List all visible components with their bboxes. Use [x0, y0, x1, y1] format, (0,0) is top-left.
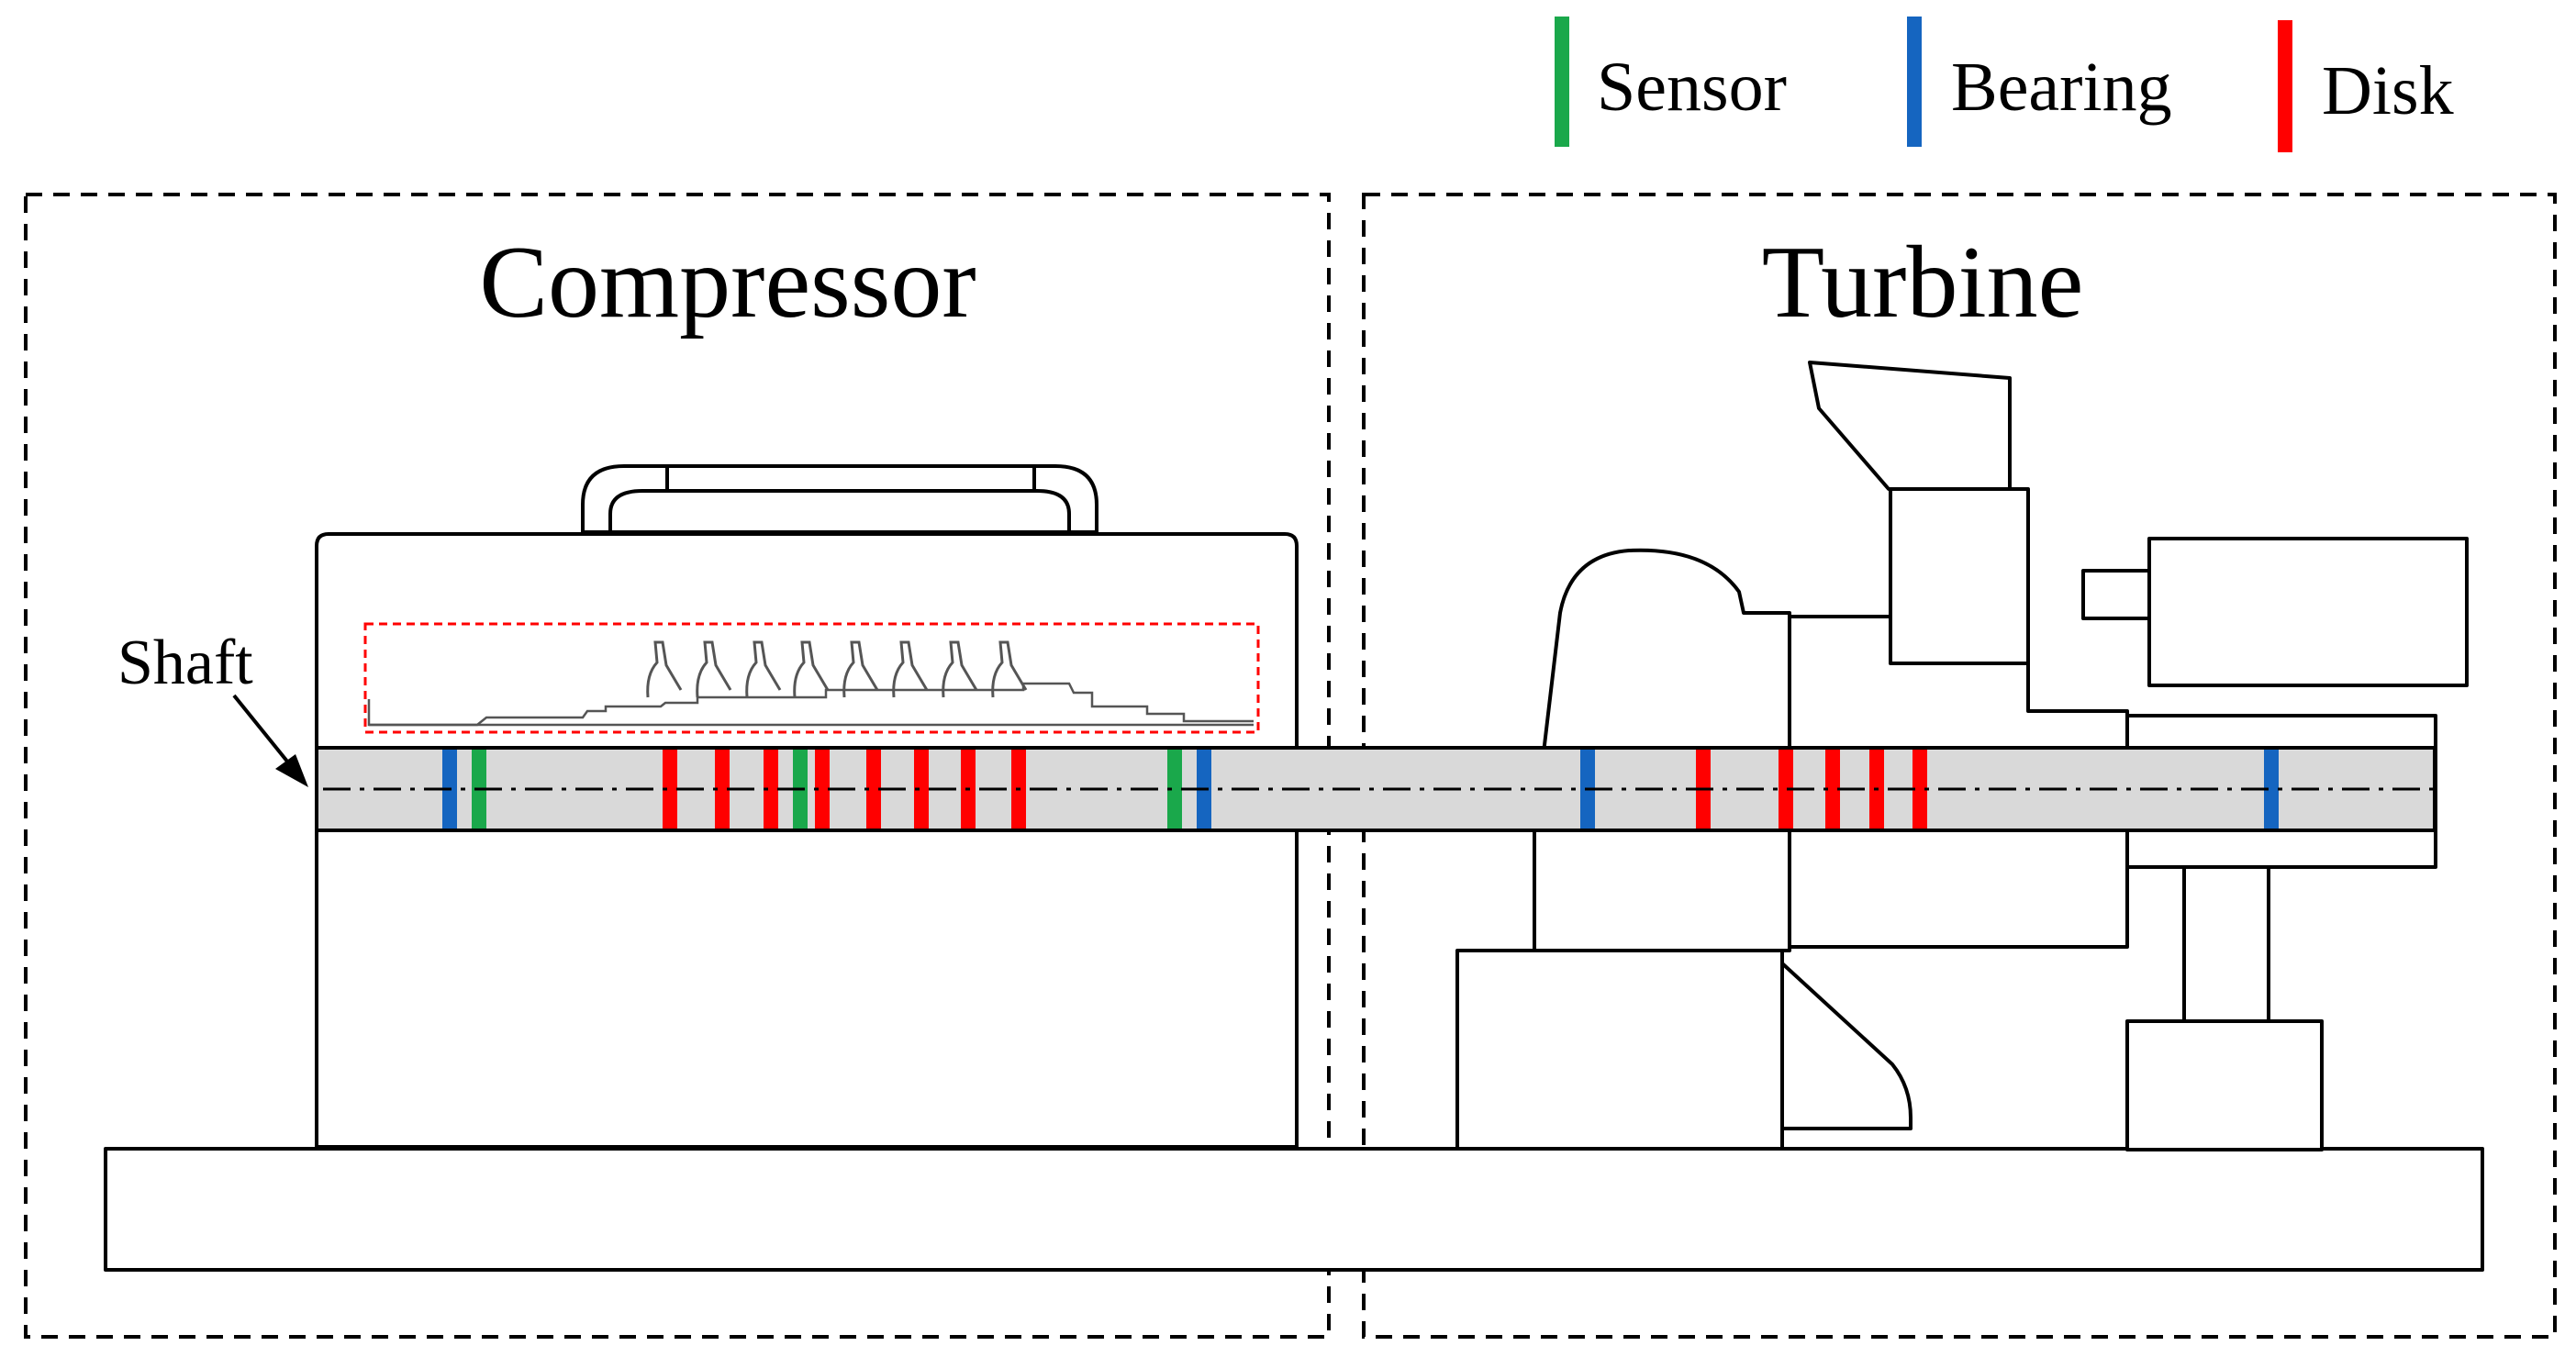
compressor-title: Compressor: [479, 226, 976, 339]
turbine-section-box: [1362, 193, 2557, 1339]
rotor-blade: [745, 640, 782, 698]
disk-marker: [866, 750, 881, 829]
disk-marker: [1779, 750, 1793, 829]
turbine-lower-pedestal: [1455, 949, 1784, 1151]
turbine-intake-hopper: [1808, 361, 2012, 491]
rotor-blade: [696, 640, 732, 698]
turbine-upper-housing: [1889, 487, 2030, 665]
rotor-profile: [367, 682, 1254, 727]
turbine-title: Turbine: [1762, 226, 2084, 339]
bearing-marker: [2264, 750, 2279, 829]
compressor-casing: [315, 464, 1299, 1149]
legend-disk-label: Disk: [2322, 52, 2454, 129]
shaft-label: Shaft: [117, 628, 253, 698]
rotor-blade: [793, 640, 830, 698]
turbine-connector: [2081, 569, 2151, 620]
disk-marker: [1912, 750, 1927, 829]
compressor-handle-inner: [608, 489, 1071, 534]
turbine-support-column: [2182, 865, 2270, 1023]
disk-marker: [815, 750, 830, 829]
rotor-detail-box: [363, 622, 1260, 734]
compressor-body: [315, 532, 1299, 1149]
shaft-callout: Shaft: [117, 628, 308, 787]
rotor-blades: [646, 640, 1028, 698]
shaft: [315, 746, 2441, 832]
legend-bearing-label: Bearing: [1951, 49, 2172, 126]
turbine-support-wedge: [1780, 962, 1912, 1130]
rotor-blade: [892, 640, 929, 698]
rotor-blade: [942, 640, 978, 698]
rotor-detail-inset: [363, 622, 1260, 734]
turbine-column-base: [2125, 1019, 2324, 1151]
rotor-blade: [991, 640, 1028, 698]
base-plate: [104, 1147, 2484, 1272]
disk-marker: [914, 750, 929, 829]
shaft-markers: [323, 750, 2441, 829]
shaft-arrow-line: [232, 694, 294, 769]
legend: Sensor Bearing Disk: [1555, 17, 2454, 152]
disk-marker: [1825, 750, 1840, 829]
disk-marker: [663, 750, 677, 829]
shaft-arrow-head: [275, 754, 308, 787]
rotor-blade: [646, 640, 683, 698]
legend-sensor-label: Sensor: [1597, 49, 1787, 126]
disk-marker: [715, 750, 730, 829]
disk-marker: [764, 750, 778, 829]
rotor-blade: [842, 640, 879, 698]
turbine-motor-block: [2147, 537, 2469, 687]
sensor-marker: [1167, 750, 1182, 829]
